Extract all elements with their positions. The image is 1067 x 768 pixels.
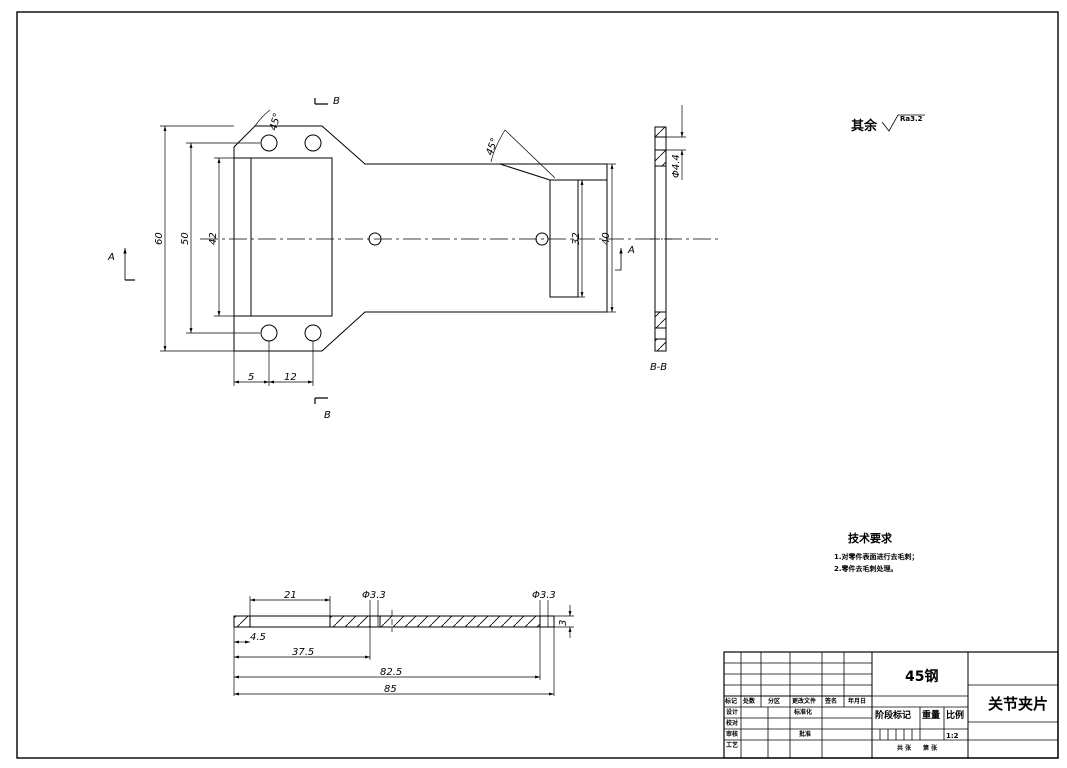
dim-21: 21 [284,590,297,601]
scale-cell: 1:2 [946,732,959,740]
approve-label: 批准 [799,730,811,738]
tech-title: 技术要求 [848,531,893,545]
stage-label: 阶段标记 [875,709,911,721]
sheet-frame [16,11,1059,759]
tech-line-1: 1.对零件表面进行去毛刺； [834,552,919,561]
row-label: 设计 [726,708,738,716]
sheets-label: 共 张 [897,744,912,752]
view-label-b-bottom: B [324,410,331,421]
section-view [650,105,686,352]
header-cell: 分区 [768,697,780,705]
header-cell: 处数 [742,697,756,705]
view-label-b-top: B [333,96,340,107]
side-view [233,596,574,696]
sheet-label: 第 张 [922,744,938,752]
material-cell: 45钢 [905,668,938,685]
part-name-cell: 关节夹片 [988,695,1048,713]
main-view [123,98,720,404]
tech-line-2: 2.零件去毛刺处理。 [834,564,898,573]
header-cell: 标记 [724,697,737,705]
hole [304,134,322,152]
weight-label: 重量 [922,709,940,721]
dim-37-5: 37.5 [292,647,314,658]
angle-top-right: 45° [484,137,500,157]
header-cell: 更改文件 [792,697,816,705]
title-block [723,651,1059,759]
view-label-a-right: A [627,245,635,256]
roughness-value: Ra3.2 [900,115,923,123]
dim-4-5: 4.5 [250,632,266,643]
row-label: 校对 [726,719,738,727]
dim-42: 42 [208,232,219,245]
dim-dia-4-4: Φ4.4 [671,154,682,178]
part-outline [233,125,608,352]
hole [260,134,278,152]
roughness-symbol-icon [881,114,925,132]
dim-50: 50 [180,232,191,245]
dim-82-5: 82.5 [380,667,402,678]
dim-40: 40 [601,232,612,245]
dim-32: 32 [571,232,582,245]
dim-12: 12 [284,372,297,383]
roughness-label: 其余 [851,118,878,134]
dim-dia-3-3-b: Φ3.3 [532,590,556,601]
dim-60: 60 [154,232,165,245]
dim-dia-3-3-a: Φ3.3 [362,590,386,601]
hole [304,324,322,342]
header-cell: 年月日 [848,697,866,705]
view-label-a-left: A [107,252,115,263]
row-label: 工艺 [726,741,738,749]
angle-top-left: 45° [268,112,283,132]
hole [260,324,278,342]
dim-85: 85 [384,684,397,695]
section-label: B-B [650,362,667,373]
scale-label: 比例 [946,709,964,721]
header-cell: 签名 [824,697,837,705]
std-label: 标准化 [793,708,812,716]
row-label: 审核 [726,730,738,738]
dim-3: 3 [558,620,569,626]
dim-5: 5 [248,372,254,383]
